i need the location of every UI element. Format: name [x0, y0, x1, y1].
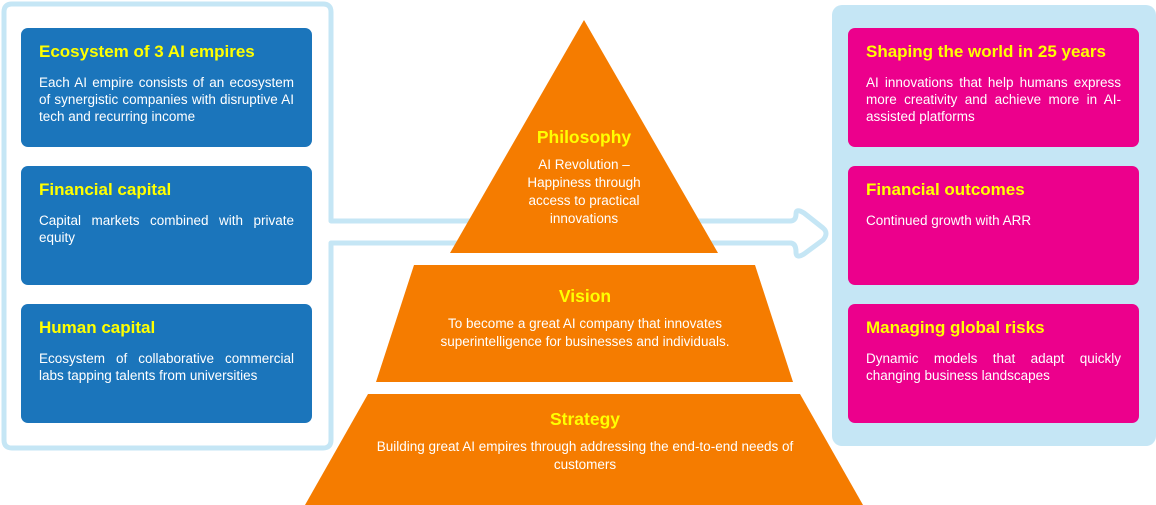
- card-title: Shaping the world in 25 years: [866, 42, 1106, 61]
- card-text: Each AI empire consists of an ecosystem …: [39, 75, 294, 124]
- card-title: Ecosystem of 3 AI empires: [39, 42, 255, 61]
- card-text: Continued growth with ARR: [866, 213, 1032, 228]
- card-shaping-world: Shaping the world in 25 years AI innovati…: [848, 28, 1139, 147]
- card-text: AI innovations that help humans express …: [866, 75, 1121, 124]
- card-title: Financial capital: [39, 180, 172, 199]
- card-title: Financial outcomes: [866, 180, 1025, 199]
- tier-text: Building great AI empires through addres…: [376, 439, 794, 472]
- card-text: Capital markets combined with private eq…: [39, 213, 294, 245]
- vision-text: Vision To become a great AI company that …: [415, 287, 755, 351]
- card-title: Human capital: [39, 318, 156, 337]
- pyramid-tier-vision: [376, 265, 793, 382]
- card-text: Dynamic models that adapt quickly changi…: [866, 351, 1121, 383]
- card-text: Ecosystem of collaborative commercial la…: [39, 351, 294, 383]
- pyramid-tier-strategy: [305, 394, 863, 505]
- tier-text: To become a great AI company that innova…: [440, 316, 730, 349]
- tier-title: Strategy: [549, 409, 621, 429]
- tier-text: AI Revolution – Happiness through access…: [527, 157, 641, 226]
- philosophy-text: Philosophy AI Revolution – Happiness thro…: [510, 128, 658, 228]
- flow-arrow-frame: [1, 1, 829, 451]
- pyramid-tier-philosophy: [450, 20, 718, 253]
- card-title: Managing global risks: [866, 318, 1045, 337]
- tier-title: Vision: [558, 286, 612, 306]
- tier-title: Philosophy: [536, 127, 632, 147]
